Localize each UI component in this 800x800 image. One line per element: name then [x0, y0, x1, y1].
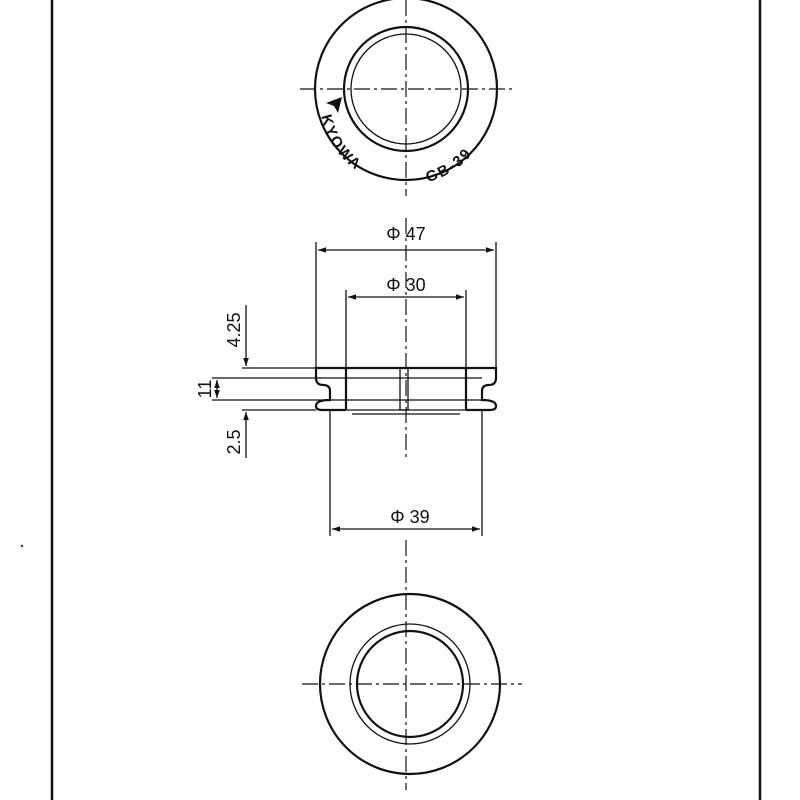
svg-text:Φ 47: Φ 47: [386, 224, 425, 244]
dimension-vertical-stack: 4.25 11 2.5: [195, 305, 330, 458]
svg-text:Φ 39: Φ 39: [390, 507, 429, 527]
svg-text:11: 11: [195, 380, 215, 399]
dimension-inner-diameter: Φ 30: [345, 275, 467, 368]
kyowa-logo-icon: [326, 97, 342, 113]
section-view: [314, 218, 498, 460]
svg-text:4.25: 4.25: [224, 312, 244, 347]
dimension-mount-diameter: Φ 39: [329, 410, 483, 536]
svg-text:2.5: 2.5: [224, 429, 244, 454]
drawing-frame: [20, 0, 762, 800]
bottom-view: [302, 540, 522, 790]
brand-marking: KYOWA: [317, 113, 365, 174]
svg-text:Φ 30: Φ 30: [386, 275, 425, 295]
top-view: KYOWA GB-39: [300, 0, 512, 196]
dimension-outer-diameter: Φ 47: [315, 224, 497, 368]
model-marking: GB-39: [424, 144, 476, 186]
